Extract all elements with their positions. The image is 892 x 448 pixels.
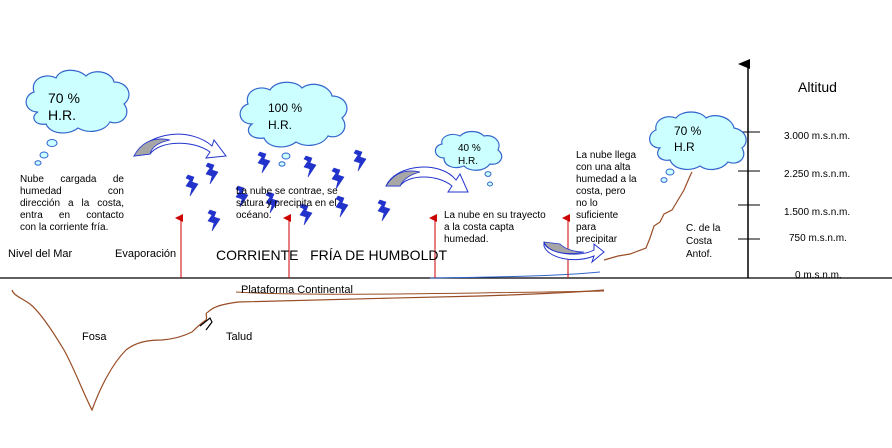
altitud-label: Altitud <box>798 79 837 95</box>
lightning-icon <box>235 185 249 208</box>
talud-label: Talud <box>226 331 252 343</box>
cloud-humidity-value: 40 % <box>458 143 481 154</box>
fosa-label: Fosa <box>82 331 107 343</box>
lightning-icon <box>377 199 391 222</box>
altitude-label: 3.000 m.s.n.m. <box>784 131 850 142</box>
lightning-icon <box>205 162 219 185</box>
cloud-humidity-unit: H.R <box>674 140 695 154</box>
cloud-70-left: 70 % H.R. <box>25 69 130 166</box>
lightning-icon <box>207 209 221 232</box>
altitude-label: 0 m.s.n.m. <box>795 270 842 281</box>
lightning-icon <box>353 149 367 172</box>
talud-mark <box>199 317 213 331</box>
text-nube-cargada: Nube cargada de humedad con dirección a … <box>20 174 124 233</box>
cloud-humidity-value: 70 % <box>48 90 80 106</box>
lightning-icon <box>257 151 271 174</box>
costa-line: Costa <box>686 236 713 247</box>
precipitation-bolts <box>185 149 391 232</box>
ocean-floor-profile <box>11 289 605 412</box>
text-nube-contrae: La nube se contrae, se satura y precipit… <box>236 186 338 221</box>
cloud-humidity-unit: H.R. <box>268 118 292 132</box>
cloud-humidity-unit: H.R. <box>48 107 76 123</box>
current-ripple <box>429 271 601 279</box>
lightning-icon <box>265 191 279 214</box>
text-nube-llega: La nube llega con una alta humedad a la … <box>576 150 637 245</box>
altitude-label: 750 m.s.n.m. <box>789 233 847 244</box>
cloud-humidity-value: 70 % <box>674 124 702 138</box>
nivel-mar-label: Nivel del Mar <box>8 248 73 260</box>
cloud-70-coast: 70 % H.R <box>649 111 747 183</box>
wind-swirl-arrow <box>543 241 605 264</box>
wind-swirl-arrow <box>385 166 469 193</box>
coast-profile <box>603 171 693 261</box>
platform-edge <box>235 290 605 295</box>
altitude-label: 2.250 m.s.n.m. <box>784 169 850 180</box>
lightning-icon <box>299 203 313 226</box>
cloud-40: 40 % H.R. <box>434 130 503 187</box>
lightning-icon <box>303 155 317 178</box>
text-nube-trayecto: La nube en su trayecto a la costa capta … <box>444 210 546 245</box>
wind-swirl-arrow <box>133 133 227 159</box>
lightning-icon <box>335 195 349 218</box>
lightning-icon <box>185 174 199 197</box>
cloud-100: 100 % H.R. <box>239 81 348 167</box>
evaporacion-label: Evaporación <box>115 248 176 260</box>
cloud-humidity-value: 100 % <box>268 101 302 115</box>
cloud-humidity-unit: H.R. <box>458 156 478 167</box>
lightning-icon <box>331 167 345 190</box>
altitude-label: 1.500 m.s.n.m. <box>784 207 850 218</box>
corriente-label: CORRIENTE FRÍA DE HUMBOLDT <box>216 247 447 263</box>
costa-line: C. de la <box>686 223 721 234</box>
costa-line: Antof. <box>686 249 712 260</box>
plataforma-label: Plataforma Continental <box>241 284 353 296</box>
